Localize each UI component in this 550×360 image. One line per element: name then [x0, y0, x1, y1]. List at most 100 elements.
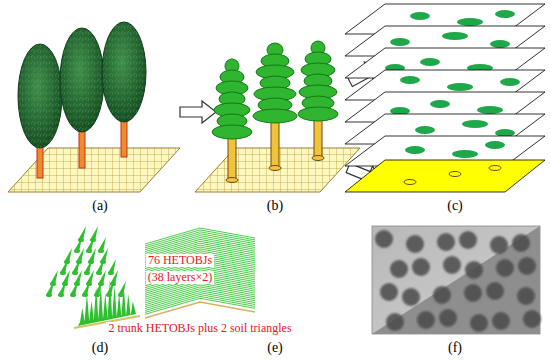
panel-a	[8, 22, 180, 192]
crown-section	[462, 120, 488, 128]
leaf	[70, 281, 78, 296]
panel-c-layers	[345, 4, 545, 192]
crown-blob	[517, 287, 535, 305]
leaf	[86, 270, 94, 285]
leaf	[84, 259, 92, 274]
ground-grid	[8, 148, 180, 192]
crown-blob	[402, 288, 420, 306]
leaf	[74, 237, 82, 252]
crown-layer	[298, 107, 338, 121]
crown-section	[477, 106, 503, 114]
trunk	[271, 116, 279, 168]
crown-section	[420, 58, 440, 66]
crown-section	[452, 150, 478, 158]
leaf	[82, 281, 90, 296]
layer-line	[145, 253, 255, 269]
leaf	[100, 248, 108, 263]
trunk-section	[404, 180, 416, 185]
crown-blob	[437, 233, 455, 251]
crown-section	[485, 141, 505, 149]
crown-layer	[212, 125, 252, 139]
panel-label: (f)	[448, 340, 462, 355]
leaf	[76, 248, 84, 263]
crown-blob	[490, 236, 508, 254]
crown-blob	[464, 284, 482, 302]
trunk-section	[489, 166, 501, 171]
crown-blob	[390, 260, 408, 278]
trunk-section	[449, 172, 461, 177]
crown-section	[442, 32, 468, 40]
leaf	[96, 259, 104, 274]
leaf	[46, 281, 54, 296]
leaf	[118, 281, 126, 296]
layer-line	[145, 270, 255, 286]
crown-blob	[518, 257, 536, 275]
panel-b	[195, 41, 360, 192]
panel-label: (b)	[267, 198, 283, 213]
crown-section	[457, 18, 483, 26]
soil-layer	[345, 160, 545, 192]
tree-crowns	[18, 22, 146, 148]
crown-blob	[439, 309, 457, 327]
layered-trees	[212, 41, 338, 183]
leaf	[88, 248, 96, 263]
crown-section	[415, 126, 435, 134]
leaf	[64, 248, 72, 263]
leaf	[98, 237, 106, 252]
leaf	[60, 259, 68, 274]
crown-section	[495, 10, 515, 18]
crown-blob	[470, 314, 488, 332]
panel-label: (e)	[267, 340, 283, 355]
crown-section	[400, 76, 420, 84]
crown-layer	[253, 109, 297, 123]
crown-section	[500, 78, 520, 86]
layer-line	[145, 251, 255, 267]
panel-d-leaves	[46, 226, 140, 328]
layer-line	[145, 268, 255, 284]
crown-blob	[512, 234, 530, 252]
crown-blob	[486, 282, 504, 300]
leaf	[78, 226, 86, 241]
crown-section	[410, 12, 430, 20]
crown-blob	[386, 313, 404, 331]
crown-blob	[375, 230, 393, 248]
crown-blob	[459, 231, 477, 249]
panel-label: (c)	[447, 198, 463, 213]
annotation: (38 layers×2)	[146, 271, 214, 284]
leaf	[90, 226, 98, 241]
crown-section	[490, 40, 510, 48]
leaf	[62, 270, 70, 285]
crown-section	[405, 146, 425, 154]
layer-line	[145, 296, 255, 312]
panel-label: (d)	[92, 340, 108, 355]
crown-blob	[492, 312, 510, 330]
crown-blob	[496, 259, 514, 277]
crown-blob	[380, 283, 398, 301]
panel-e-lines	[145, 228, 255, 318]
crown-section	[430, 100, 450, 108]
leaf	[72, 259, 80, 274]
layer-line	[145, 293, 255, 309]
panel-label: (a)	[92, 198, 108, 213]
leaf	[86, 237, 94, 252]
leaf	[108, 259, 116, 274]
leaf	[110, 270, 118, 285]
crown-blob	[417, 311, 435, 329]
crown-section	[390, 38, 410, 46]
leaf	[50, 270, 58, 285]
annotation: 2 trunk HETOBJs plus 2 soil triangles	[106, 322, 293, 335]
crown-blob	[465, 261, 483, 279]
leaf	[58, 281, 66, 296]
crown-blob	[443, 256, 461, 274]
soil-line	[145, 302, 255, 318]
crown-blob	[406, 235, 424, 253]
leaf	[98, 270, 106, 285]
panel-f-render	[372, 226, 541, 334]
layer-line	[145, 298, 255, 314]
leaf	[74, 270, 82, 285]
crown-blob	[412, 258, 430, 276]
crown-blob	[433, 286, 451, 304]
